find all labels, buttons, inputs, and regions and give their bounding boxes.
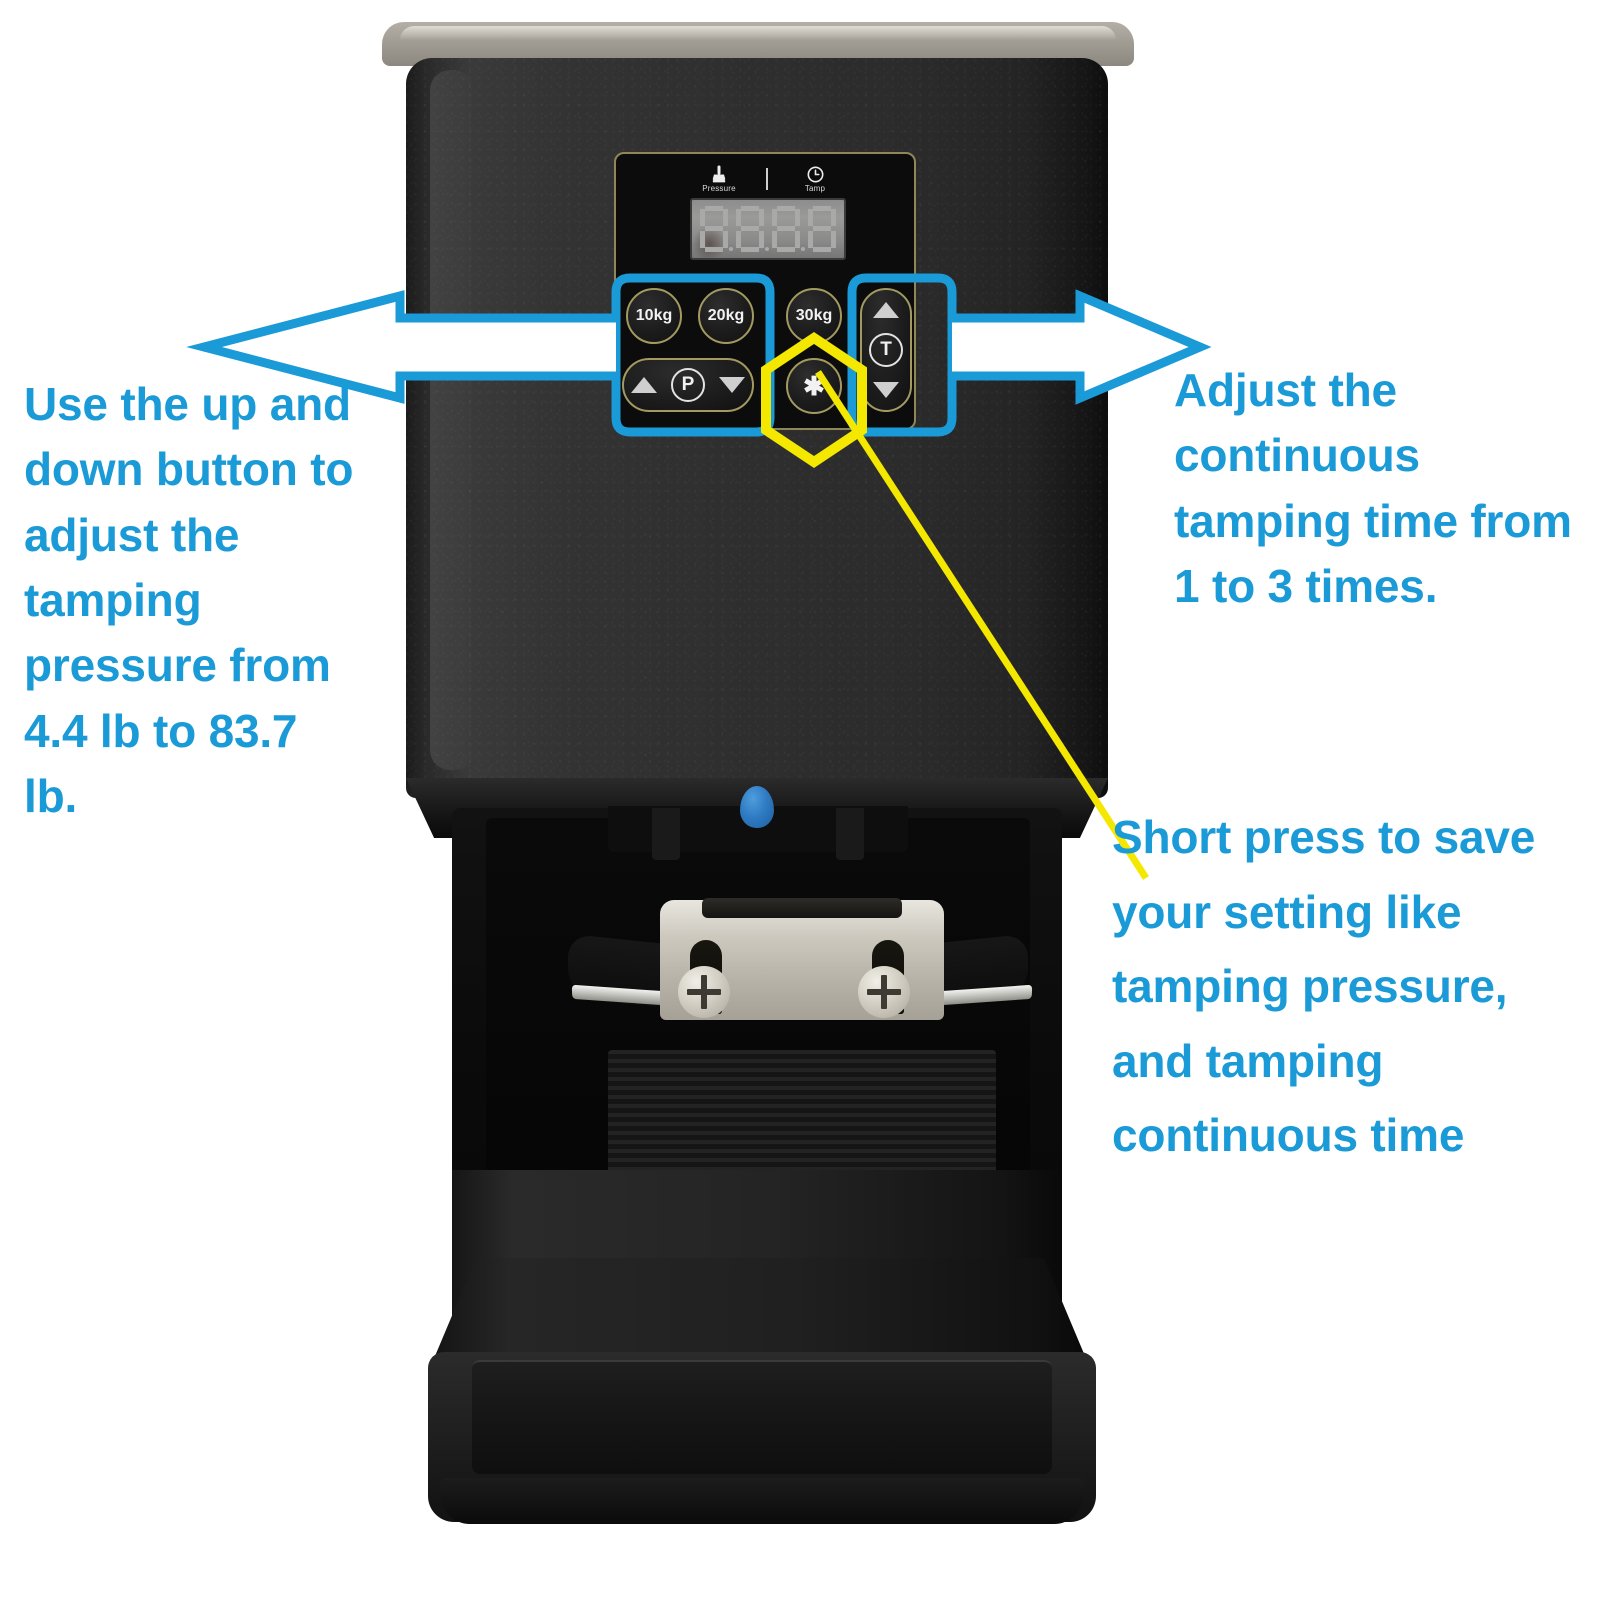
display-digit-2 [736,206,769,252]
pressure-buttons-group[interactable]: P [622,358,754,412]
save-callout-leader-line [815,370,1149,880]
time-buttons-group[interactable]: T [860,288,912,412]
tamp-label: Tamp [804,184,826,193]
preset-20kg-button[interactable]: 20kg [698,288,754,344]
pressure-group-highlight-box [611,273,775,437]
left-callout-arrow [186,290,616,404]
pressure-indicator: Pressure [686,165,752,193]
time-adjust-callout-text: Adjust the continuous tamping time from … [1174,364,1572,612]
clock-icon [782,165,848,183]
preset-10kg-button[interactable]: 10kg [626,288,682,344]
display-digit-4 [808,206,836,252]
display-header: Pressure Tamp [686,162,848,196]
tamp-indicator: Tamp [782,165,848,193]
tamper-icon [686,165,752,183]
save-star-button[interactable]: ✱ [786,358,842,414]
seven-segment-display [690,198,846,260]
pressure-p-button[interactable]: P [671,368,705,402]
pressure-down-arrow-icon[interactable] [719,377,745,393]
pressure-label: Pressure [702,184,736,193]
right-callout-arrow [952,289,1212,405]
display-divider [766,168,768,190]
save-setting-callout-text: Short press to save your setting like ta… [1112,811,1536,1162]
time-down-arrow-icon[interactable] [873,382,899,399]
display-digit-1 [700,206,733,252]
pressure-adjust-callout-text: Use the up and down button to adjust the… [24,378,354,822]
time-group-highlight-box [847,273,957,437]
time-up-arrow-icon[interactable] [873,301,899,318]
save-button-highlight-hexagon [761,331,867,469]
time-t-button[interactable]: T [869,332,903,367]
pressure-up-arrow-icon[interactable] [631,377,657,393]
display-digit-3 [772,206,805,252]
